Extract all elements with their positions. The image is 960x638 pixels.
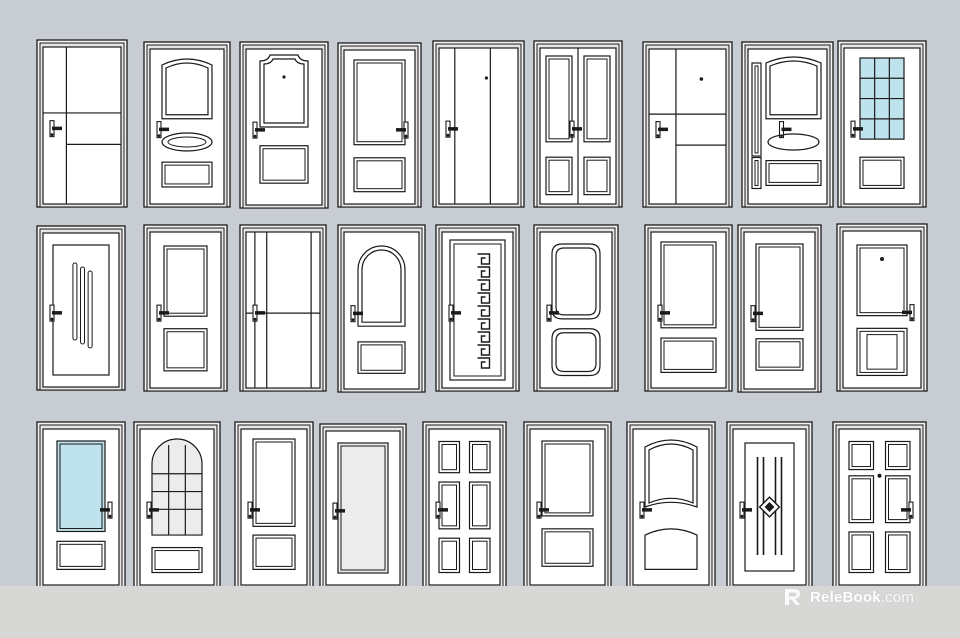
watermark: ReleBook.com	[782, 586, 914, 608]
door-2-1	[36, 225, 126, 391]
floor-strip	[0, 586, 960, 638]
door-1-9	[837, 40, 927, 208]
door-1-7	[642, 41, 733, 208]
door-2-9	[836, 223, 928, 392]
door-3-5	[422, 421, 507, 589]
door-2-5	[435, 224, 520, 392]
door-3-3	[234, 421, 314, 589]
door-1-1	[36, 39, 128, 208]
watermark-brand: ReleBook	[810, 588, 881, 606]
relebook-logo-icon	[782, 587, 804, 607]
door-3-1	[36, 421, 126, 589]
door-2-2	[143, 224, 228, 392]
door-1-5	[432, 40, 525, 208]
door-3-7	[626, 421, 716, 589]
door-3-2	[133, 421, 221, 589]
door-2-6	[533, 224, 619, 392]
watermark-tld: .com	[880, 588, 915, 606]
door-2-7	[644, 224, 733, 392]
door-2-8	[737, 224, 822, 393]
door-2-3	[239, 224, 327, 392]
door-1-8	[741, 41, 834, 208]
door-1-2	[143, 41, 231, 208]
door-1-3	[239, 41, 329, 209]
door-1-6	[533, 40, 623, 208]
door-3-9	[832, 421, 927, 589]
door-3-4	[319, 423, 407, 589]
door-2-4	[337, 224, 426, 393]
door-3-6	[523, 421, 612, 589]
door-1-4	[337, 42, 422, 208]
door-3-8	[726, 421, 813, 589]
